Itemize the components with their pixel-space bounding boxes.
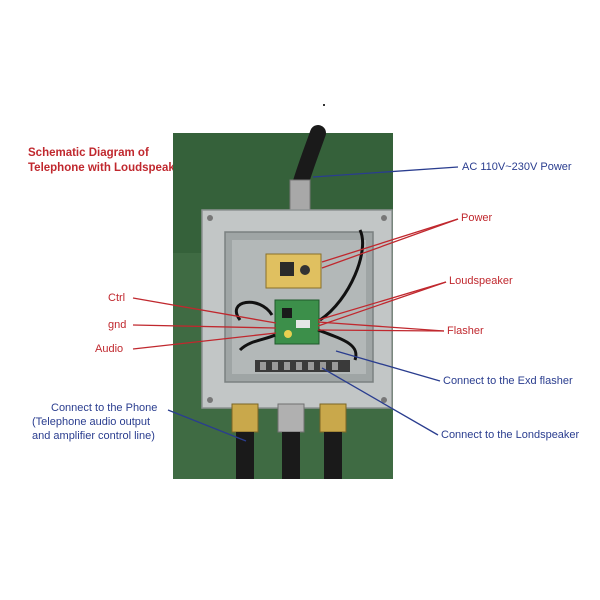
leader-phone [167, 409, 247, 442]
cable-glands [231, 403, 347, 479]
label-ac-power: AC 110V~230V Power [462, 161, 572, 173]
leader-londspeaker [321, 367, 439, 436]
red-leaders [132, 218, 459, 350]
label-audio: Audio [95, 343, 124, 355]
label-phone-line-1: Connect to the Phone [51, 402, 158, 414]
leader-loudspeaker-2 [317, 281, 447, 327]
leader-flasher-1 [317, 321, 445, 332]
label-ctrl: Ctrl [108, 292, 126, 304]
label-flasher: Flasher [447, 325, 484, 337]
leader-exd-flasher [335, 350, 441, 382]
leader-gnd [132, 324, 277, 329]
power-gland [289, 179, 311, 211]
terminal-strip [255, 360, 350, 372]
label-phone-line-2: (Telephone audio output [32, 416, 151, 428]
label-gnd: gnd [108, 319, 127, 331]
leader-loudspeaker-1 [317, 281, 447, 321]
label-phone: Connect to the Phone (Telephone audio ou… [32, 401, 158, 443]
label-power: Power [461, 212, 493, 224]
leader-power-1 [321, 218, 459, 263]
stray-dot [323, 104, 325, 106]
title-line-1: Schematic Diagram of [28, 147, 149, 159]
leader-audio [132, 332, 277, 350]
label-loudspeaker: Loudspeaker [449, 275, 513, 287]
label-londspeaker: Connect to the Londspeaker [441, 429, 580, 441]
leader-ctrl [132, 297, 277, 324]
leader-flasher-2 [317, 329, 445, 332]
leader-power-2 [321, 218, 459, 269]
label-exd-flasher: Connect to the Exd flasher [443, 375, 573, 387]
blue-leaders [167, 166, 459, 442]
leader-ac-power [312, 166, 459, 178]
label-phone-line-3: and amplifier control line) [32, 430, 155, 442]
